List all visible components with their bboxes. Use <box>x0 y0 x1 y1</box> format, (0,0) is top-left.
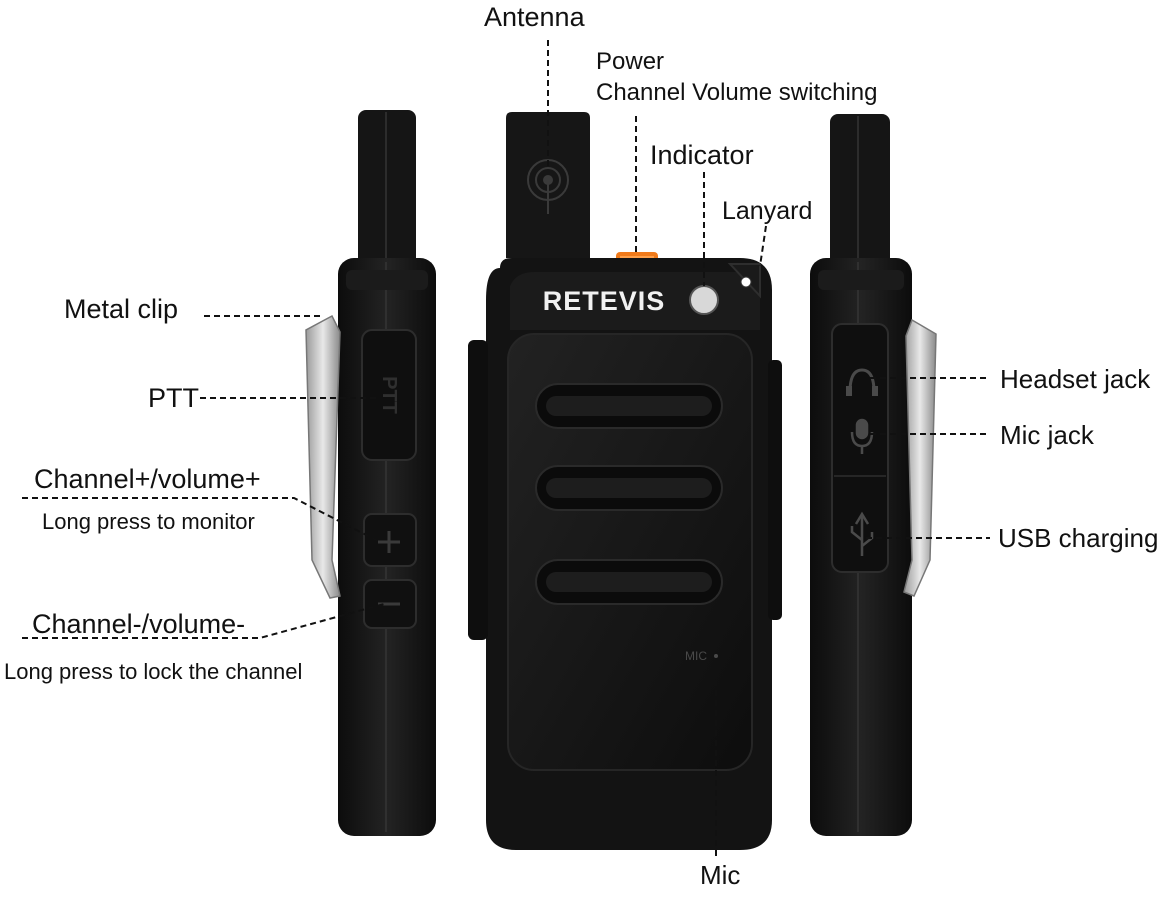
jack-cover[interactable] <box>831 323 889 573</box>
label-channel-minus: Channel-/volume- <box>32 609 246 639</box>
left-metal-clip <box>305 314 341 599</box>
label-long-press-lock: Long press to lock the channel <box>4 659 303 684</box>
antenna-icon <box>527 159 569 214</box>
label-channel-plus: Channel+/volume+ <box>34 464 261 494</box>
leader-channel-minus <box>22 603 385 639</box>
ptt-button[interactable] <box>361 329 417 461</box>
mic-icon <box>850 418 874 454</box>
indicator-led <box>689 285 719 315</box>
leader-lines <box>22 40 990 858</box>
usb-icon <box>850 511 874 556</box>
headset-icon <box>848 368 876 393</box>
label-lanyard: Lanyard <box>722 197 813 225</box>
front-panel <box>507 333 753 771</box>
brand-logo: RETEVIS <box>543 286 666 316</box>
plus-icon <box>378 531 400 553</box>
left-side-view: PTT <box>305 110 436 836</box>
label-power: Power <box>596 48 665 75</box>
leader-channel-plus <box>22 497 381 543</box>
label-usb-charging: USB charging <box>998 523 1159 553</box>
label-mic-jack: Mic jack <box>1000 420 1094 450</box>
label-metal-clip: Metal clip <box>64 294 179 324</box>
leader-lanyard <box>759 225 767 267</box>
label-ptt: PTT <box>148 383 199 413</box>
right-side-view <box>810 114 937 836</box>
label-headset-jack: Headset jack <box>1000 364 1151 394</box>
right-metal-clip <box>903 318 937 597</box>
label-mic: Mic <box>700 860 741 890</box>
label-antenna: Antenna <box>484 2 585 32</box>
speaker-slots <box>535 383 723 605</box>
front-view: RETEVIS MIC <box>468 112 782 850</box>
ptt-print: PTT <box>378 376 400 414</box>
mic-print: MIC <box>685 649 707 663</box>
label-indicator: Indicator <box>650 140 754 170</box>
label-channel-volume-switching: Channel Volume switching <box>596 79 878 106</box>
label-long-press-monitor: Long press to monitor <box>42 509 255 534</box>
right-antenna <box>830 114 890 270</box>
